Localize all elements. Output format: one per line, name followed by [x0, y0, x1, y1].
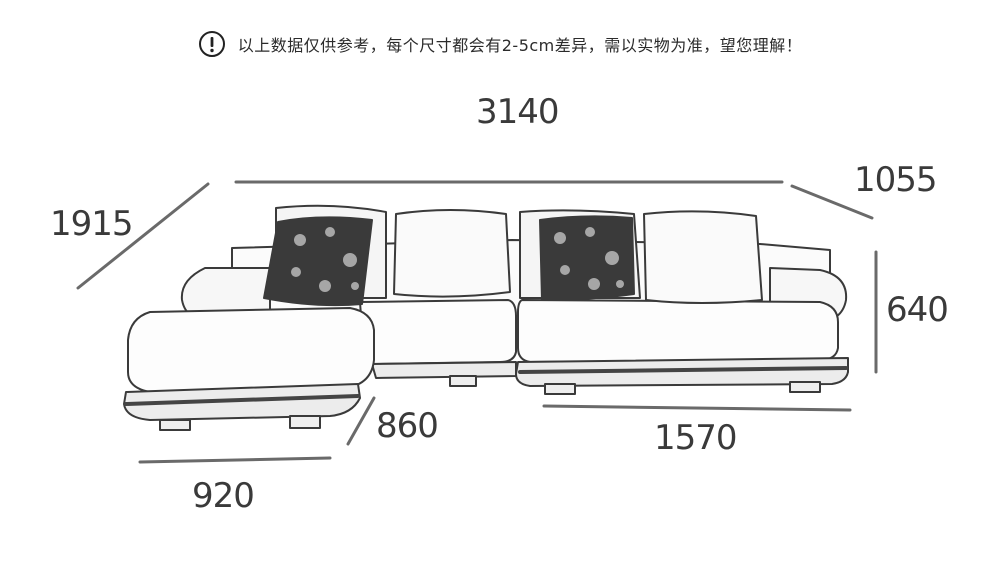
dim-line-920: [138, 456, 332, 464]
dim-line-860: [346, 396, 376, 446]
middle-base: [371, 361, 517, 379]
chaise-leg-2: [289, 415, 321, 429]
pillow-plain-right: [643, 210, 763, 304]
right-seat: [517, 299, 839, 363]
right-leg-2: [789, 381, 821, 393]
exclamation-circle-icon: [198, 31, 225, 57]
dim-label-total-depth: 1055: [854, 160, 938, 200]
dim-line-1915: [76, 182, 210, 290]
dim-line-1055: [790, 184, 874, 220]
middle-leg: [449, 375, 477, 387]
notice-bar: 以上数据仅供参考，每个尺寸都会有2-5cm差异，需以实物为准，望您理解！: [0, 26, 1000, 62]
dim-label-total-length: 3140: [476, 92, 560, 132]
dim-label-chaise-width: 920: [192, 476, 255, 516]
dim-line-1570: [542, 404, 852, 412]
dim-label-height: 640: [886, 290, 949, 330]
dim-label-chaise-depth: 860: [376, 406, 439, 446]
notice-text: 以上数据仅供参考，每个尺寸都会有2-5cm差异，需以实物为准，望您理解！: [237, 36, 803, 55]
right-leg-1: [544, 383, 576, 395]
chaise-cushion: [127, 307, 375, 393]
dim-label-chaise-length: 1915: [50, 204, 134, 244]
pillow-patterned-left: [263, 216, 373, 307]
middle-seat: [359, 299, 517, 365]
chaise-leg-1: [159, 419, 191, 431]
pillow-plain-left: [393, 209, 511, 298]
pillow-pattern: [291, 227, 624, 292]
dim-label-seat-length: 1570: [654, 418, 738, 458]
